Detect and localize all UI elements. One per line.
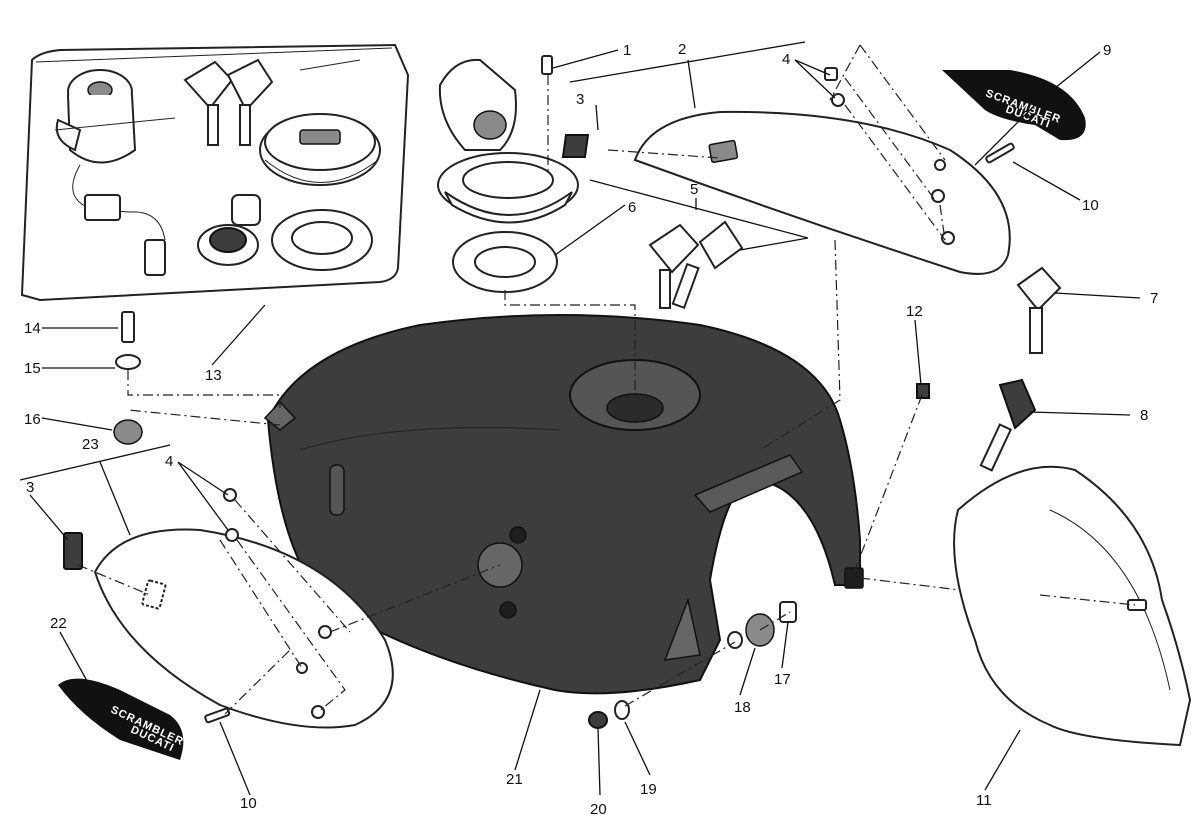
callout-13: 13 (205, 367, 222, 384)
screw-20-icon (588, 711, 608, 729)
callout-6: 6 (628, 199, 636, 216)
screw-10-left-icon (204, 707, 231, 724)
callout-12: 12 (906, 303, 923, 320)
callout-4-left: 4 (165, 453, 173, 470)
callout-19: 19 (640, 781, 657, 798)
lock-kit-inset (20, 43, 410, 302)
key-8-icon (979, 378, 1037, 472)
inset-flange-ring-icon (271, 209, 373, 271)
decal-left: SCRAMBLER DUCATI (58, 678, 186, 760)
callout-2: 2 (678, 41, 686, 58)
callout-15: 15 (24, 360, 41, 377)
callout-3-left: 3 (26, 479, 34, 496)
callout-17: 17 (774, 671, 791, 688)
inset-keys-icon (183, 58, 274, 146)
leader-lines (19, 41, 1141, 796)
callout-10-right: 10 (1082, 197, 1099, 214)
washer-15-icon (115, 354, 141, 370)
clip-3-left-icon (63, 532, 83, 570)
right-side-panel (633, 110, 1011, 275)
bolt-14-icon (121, 311, 135, 343)
clip-3-upper-icon (561, 134, 590, 158)
callout-23: 23 (82, 436, 99, 453)
callout-9: 9 (1103, 42, 1111, 59)
washer-19-icon (614, 700, 630, 720)
decal-right: SCRAMBLER DUCATI (942, 70, 1086, 141)
callout-7: 7 (1150, 290, 1158, 307)
callout-18: 18 (734, 699, 751, 716)
callout-16: 16 (24, 411, 41, 428)
callout-14: 14 (24, 320, 41, 337)
bush-17-icon (779, 601, 797, 623)
assembly-lines (77, 44, 1136, 715)
fuel-tank (263, 314, 864, 695)
filler-cap-assembly (437, 58, 579, 224)
callout-5: 5 (690, 181, 698, 198)
key-7-icon (1016, 266, 1062, 354)
key-set-icon (648, 220, 744, 310)
grommet-16-icon (113, 419, 143, 445)
rear-cover (953, 465, 1191, 747)
screw-1-icon (541, 55, 553, 75)
callout-22: 22 (50, 615, 67, 632)
clip-12-icon (916, 383, 930, 399)
inset-lock-cylinder-icon (197, 194, 261, 266)
callout-4-upper: 4 (782, 51, 790, 68)
callout-1: 1 (623, 42, 631, 59)
callout-11: 11 (976, 792, 992, 809)
callout-8: 8 (1140, 407, 1148, 424)
callout-10-left: 10 (240, 795, 257, 812)
ignition-switch-icon (55, 69, 166, 276)
grommet-4-left-icon (223, 488, 239, 542)
sleeve-icon (727, 631, 743, 649)
callout-labels: 1 2 3 4 5 6 7 8 9 10 11 12 13 14 15 16 1… (24, 41, 1158, 818)
callout-21: 21 (506, 771, 523, 788)
callout-20: 20 (590, 801, 607, 818)
screw-10-right-icon (985, 142, 1015, 164)
grommet-4-upper-icon (824, 67, 845, 107)
callout-3-upper: 3 (576, 91, 584, 108)
left-side-panel (93, 528, 394, 729)
inset-fuel-cap-icon (259, 113, 381, 186)
filler-flange-ring (452, 231, 558, 293)
